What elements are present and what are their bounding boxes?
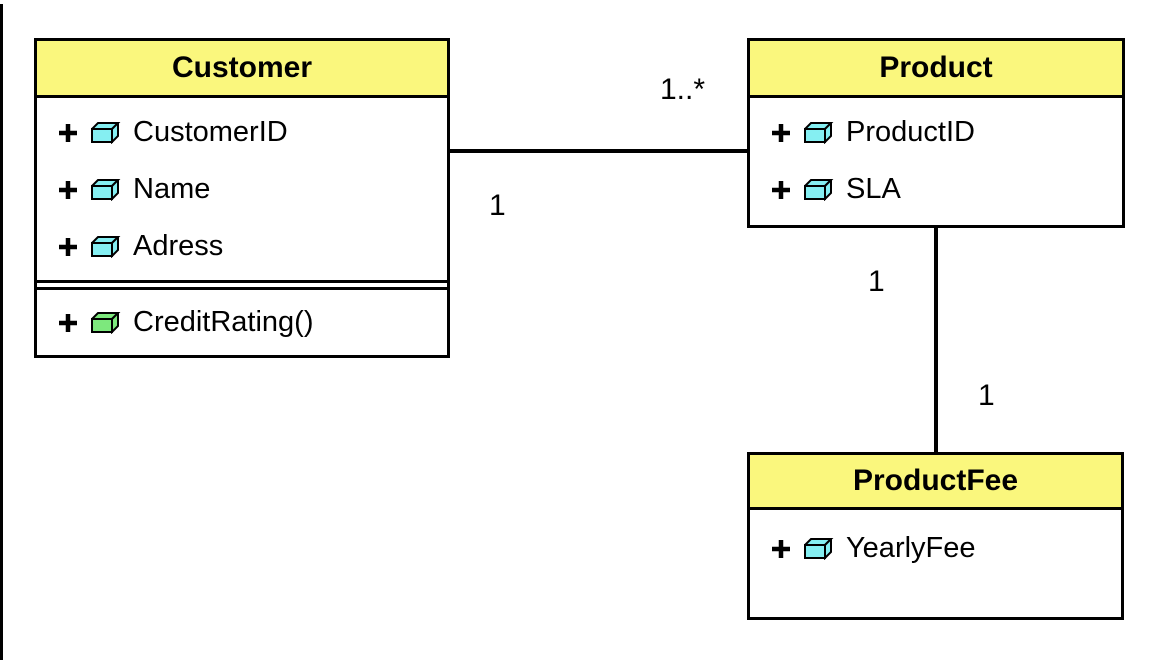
attribute-label: Adress xyxy=(133,230,224,262)
multiplicity-label-product-bottom-end: 1 xyxy=(868,265,885,298)
product-attributes-compartment: ProductID SLA xyxy=(750,98,1122,218)
public-plus-icon xyxy=(772,123,790,142)
method-creditrating: CreditRating() xyxy=(57,294,447,351)
attribute-label: Name xyxy=(133,173,211,205)
class-title-product: Product xyxy=(750,41,1122,98)
class-box-productfee[interactable]: ProductFee YearlyFee xyxy=(747,452,1124,620)
attribute-adress: Adress xyxy=(57,218,447,275)
attribute-cube-icon xyxy=(91,235,121,258)
attribute-yearlyfee: YearlyFee xyxy=(770,520,1121,577)
public-plus-icon xyxy=(59,237,77,256)
attribute-cube-icon xyxy=(91,121,121,144)
public-plus-icon xyxy=(772,180,790,199)
attribute-label: CustomerID xyxy=(133,116,288,148)
attribute-cube-icon xyxy=(804,537,834,560)
multiplicity-label-customer-end: 1 xyxy=(489,189,506,222)
attribute-customerid: CustomerID xyxy=(57,104,447,161)
public-plus-icon xyxy=(59,313,77,332)
attribute-cube-icon xyxy=(804,178,834,201)
public-plus-icon xyxy=(59,180,77,199)
attribute-cube-icon xyxy=(804,121,834,144)
canvas-left-border xyxy=(0,4,3,660)
association-customer-product[interactable] xyxy=(450,149,747,153)
public-plus-icon xyxy=(772,539,790,558)
customer-methods-compartment: CreditRating() xyxy=(37,287,447,355)
class-title-productfee: ProductFee xyxy=(750,455,1121,510)
class-box-customer[interactable]: Customer CustomerID Name Adress xyxy=(34,38,450,358)
attribute-label: ProductID xyxy=(846,116,975,148)
attribute-cube-icon xyxy=(91,178,121,201)
multiplicity-label-productfee-end: 1 xyxy=(978,379,995,412)
attribute-label: YearlyFee xyxy=(846,532,976,564)
class-box-product[interactable]: Product ProductID SLA xyxy=(747,38,1125,228)
attribute-name: Name xyxy=(57,161,447,218)
public-plus-icon xyxy=(59,123,77,142)
multiplicity-label-product-end: 1..* xyxy=(660,73,706,106)
productfee-attributes-compartment: YearlyFee xyxy=(750,510,1121,577)
attribute-productid: ProductID xyxy=(770,104,1122,161)
method-label: CreditRating() xyxy=(133,306,314,338)
class-title-customer: Customer xyxy=(37,41,447,98)
association-product-productfee[interactable] xyxy=(934,228,938,452)
attribute-label: SLA xyxy=(846,173,901,205)
attribute-sla: SLA xyxy=(770,161,1122,218)
compartment-separator-gap xyxy=(37,283,447,287)
method-cube-icon xyxy=(91,311,121,334)
customer-attributes-compartment: CustomerID Name Adress xyxy=(37,98,447,283)
